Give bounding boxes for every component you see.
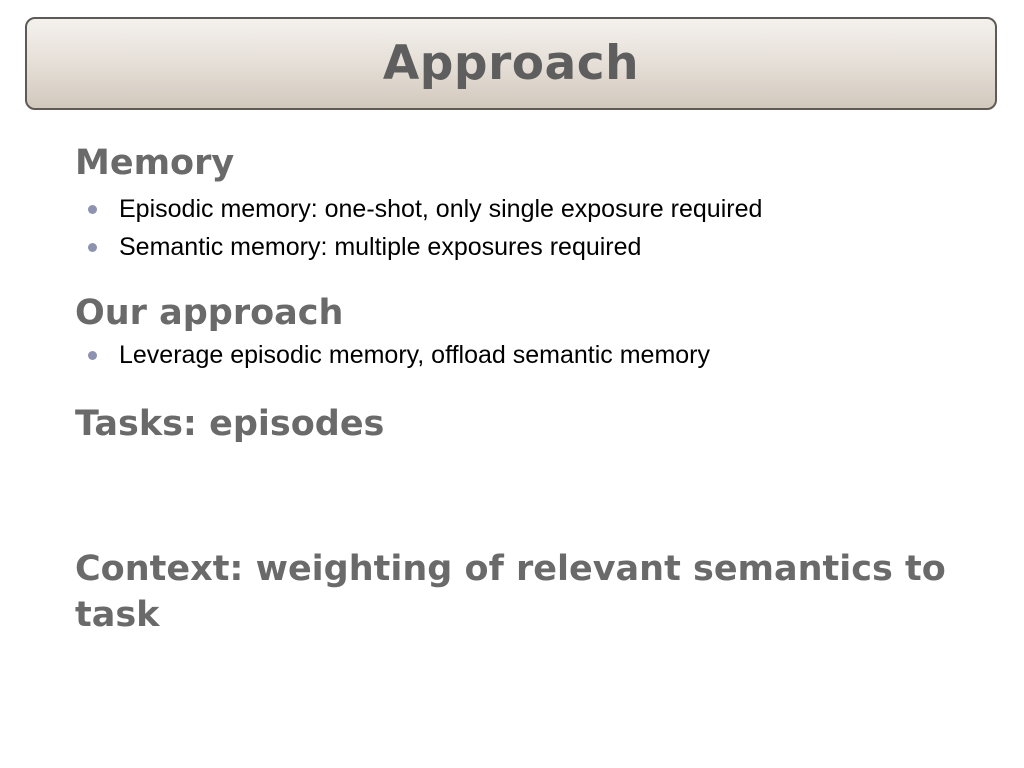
bullet-dot-icon	[88, 351, 97, 360]
bullet-text: Semantic memory: multiple exposures requ…	[119, 233, 642, 261]
slide-title: Approach	[382, 36, 640, 91]
memory-bullet-list: Episodic memory: one-shot, only single e…	[75, 190, 762, 266]
section-context: Context: weighting of relevant semantics…	[75, 546, 955, 638]
heading-memory: Memory	[75, 143, 235, 183]
list-item: Semantic memory: multiple exposures requ…	[75, 228, 762, 266]
bullet-dot-icon	[88, 243, 97, 252]
heading-context: Context: weighting of relevant semantics…	[75, 549, 946, 635]
bullet-dot-icon	[88, 205, 97, 214]
heading-our-approach: Our approach	[75, 293, 344, 333]
our-approach-bullet-list: Leverage episodic memory, offload semant…	[75, 336, 710, 374]
section-memory: Memory Episodic memory: one-shot, only s…	[75, 140, 762, 266]
list-item: Leverage episodic memory, offload semant…	[75, 336, 710, 374]
heading-tasks: Tasks: episodes	[75, 404, 385, 444]
bullet-text: Leverage episodic memory, offload semant…	[119, 341, 711, 369]
bullet-text: Episodic memory: one-shot, only single e…	[119, 195, 763, 223]
list-item: Episodic memory: one-shot, only single e…	[75, 190, 762, 228]
title-bar: Approach	[25, 17, 997, 110]
section-our-approach: Our approach Leverage episodic memory, o…	[75, 290, 710, 374]
section-tasks: Tasks: episodes	[75, 401, 384, 447]
